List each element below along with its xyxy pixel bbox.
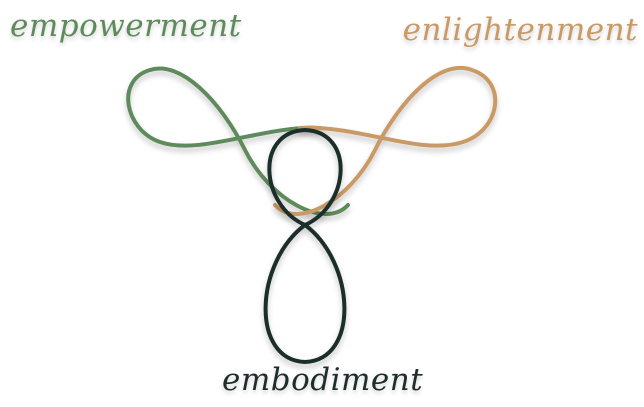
embodiment-label: embodiment xyxy=(222,362,423,398)
enlightenment-label: enlightenment xyxy=(403,12,638,48)
empowerment-label: empowerment xyxy=(10,8,242,44)
embodiment-loop xyxy=(266,130,345,362)
enlightenment-loop xyxy=(275,68,495,214)
empowerment-loop xyxy=(128,68,348,214)
